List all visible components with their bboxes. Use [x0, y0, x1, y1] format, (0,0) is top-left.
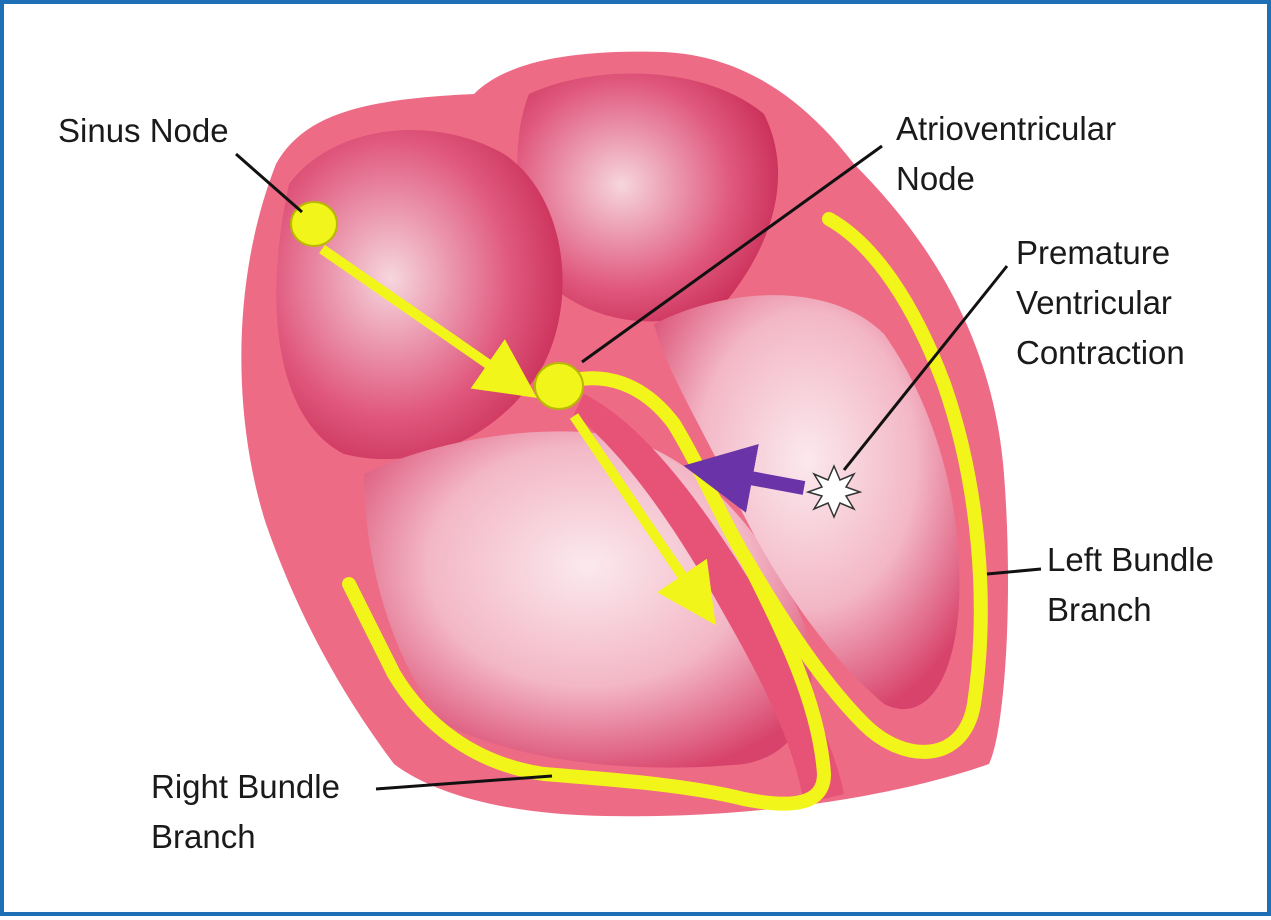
right-bundle-label-line-1: Right Bundle	[151, 762, 340, 812]
right-bundle-branch-label: Right Bundle Branch	[151, 762, 340, 862]
av-node-marker	[535, 363, 583, 409]
sinus-node-label-line: Sinus Node	[58, 106, 229, 156]
left-bundle-label-line-2: Branch	[1047, 585, 1214, 635]
pvc-label-line-1: Premature	[1016, 228, 1185, 278]
left-bundle-label-line-1: Left Bundle	[1047, 535, 1214, 585]
av-node-label: Atrioventricular Node	[896, 104, 1116, 204]
sinus-node-label: Sinus Node	[58, 106, 229, 156]
pvc-label: Premature Ventricular Contraction	[1016, 228, 1185, 378]
right-bundle-label-line-2: Branch	[151, 812, 340, 862]
pvc-label-line-3: Contraction	[1016, 328, 1185, 378]
pvc-label-line-2: Ventricular	[1016, 278, 1185, 328]
av-node-label-line-2: Node	[896, 154, 1116, 204]
left-bundle-branch-label: Left Bundle Branch	[1047, 535, 1214, 635]
av-node-label-line-1: Atrioventricular	[896, 104, 1116, 154]
